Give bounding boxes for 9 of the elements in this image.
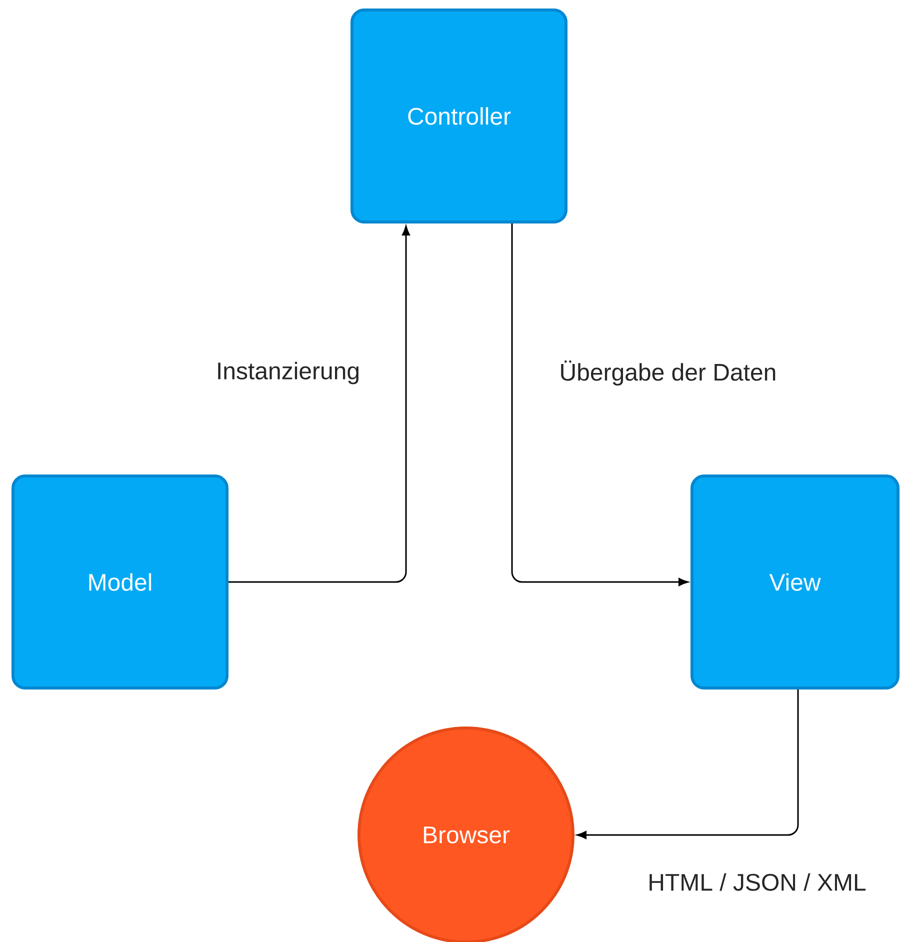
edge-label: Übergabe der Daten: [561, 360, 776, 386]
process-box: Model: [12, 474, 228, 690]
process-box: View: [690, 474, 900, 690]
edge-label: Instanzierung: [218, 362, 358, 384]
process-box: Controller: [350, 8, 568, 224]
edge-label: HTML / JSON / XML: [650, 873, 866, 891]
arrow: [228, 226, 410, 583]
arrow: [511, 224, 688, 586]
arrow: [576, 690, 799, 839]
